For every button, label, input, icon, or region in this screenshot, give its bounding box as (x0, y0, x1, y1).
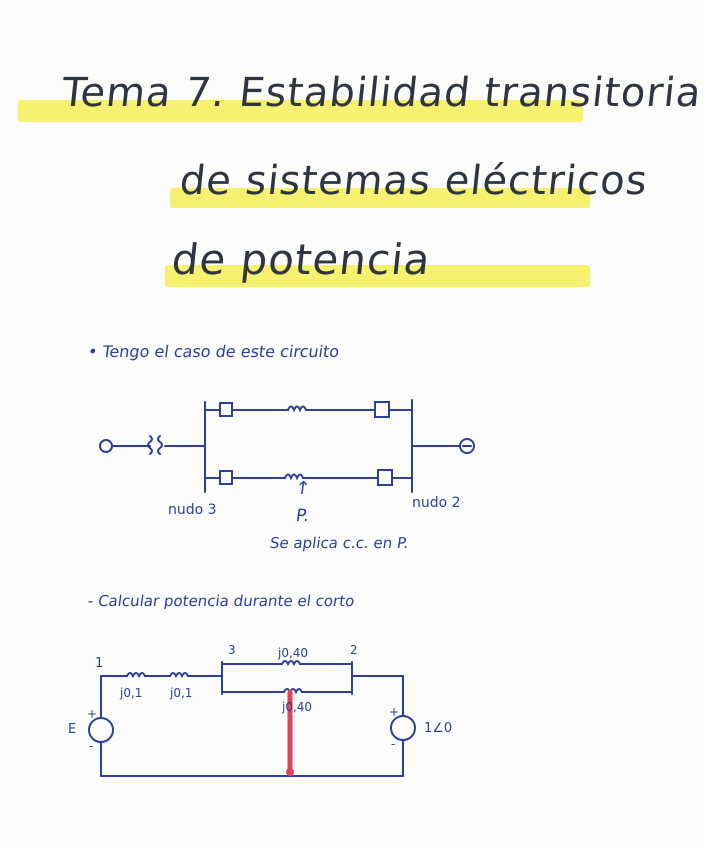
source-v-plus: + (389, 705, 400, 719)
source-e-minus: - (89, 739, 94, 753)
source-v-label: 1∠0 (424, 721, 453, 736)
circuit-diagram-1 (99, 399, 475, 493)
inductor-bottom (283, 688, 303, 695)
label-nudo2: nudo 2 (412, 495, 461, 511)
notebook-page: Tema 7. Estabilidad transitoria de siste… (18, 70, 704, 777)
x2-label: j0,1 (170, 686, 193, 700)
infinite-bus-icon (459, 438, 475, 454)
source-e-plus: + (87, 707, 98, 721)
node-1-label: 1 (95, 656, 104, 671)
x-top-label: j0,40 (278, 646, 309, 660)
line-inductor-bottom (284, 473, 304, 481)
source-e-label: E (68, 722, 77, 737)
inductor-x2 (169, 672, 189, 679)
line-inductor-top (287, 405, 307, 413)
x-bottom-label: j0,40 (282, 700, 313, 714)
node-3-label: 3 (228, 643, 236, 657)
title-highlight-2 (170, 188, 590, 208)
fault-point (286, 768, 294, 776)
title-highlight-3 (165, 265, 590, 287)
node-2-label: 2 (350, 643, 358, 657)
inductor-top (281, 660, 301, 667)
title-highlight-1 (18, 100, 583, 122)
label-nudo3: nudo 3 (168, 502, 217, 518)
inductor-x1 (126, 672, 146, 679)
source-v-minus: - (391, 737, 396, 751)
x1-label: j0,1 (120, 686, 143, 700)
circuit-diagram-2 (88, 660, 416, 777)
